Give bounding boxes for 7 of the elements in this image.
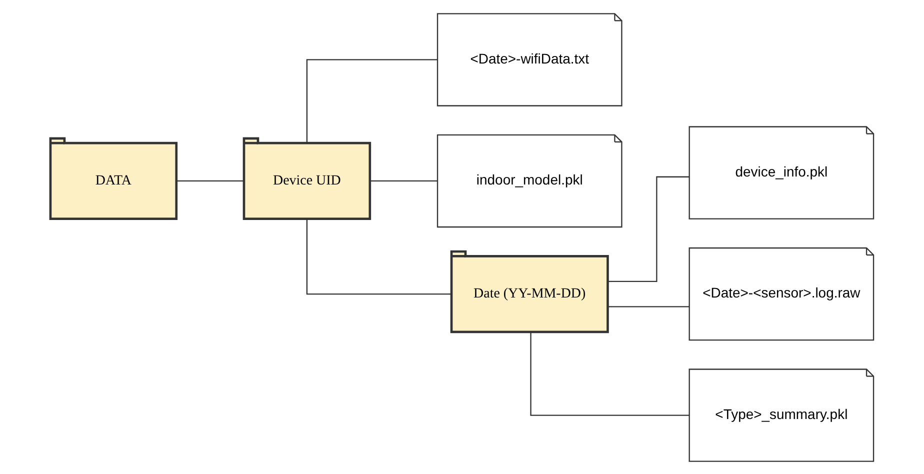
connector — [530, 332, 690, 416]
connector — [306, 218, 452, 294]
connector — [608, 306, 690, 307]
connector — [176, 180, 244, 182]
connector — [370, 180, 438, 182]
connector — [608, 176, 690, 282]
connector — [306, 58, 438, 142]
